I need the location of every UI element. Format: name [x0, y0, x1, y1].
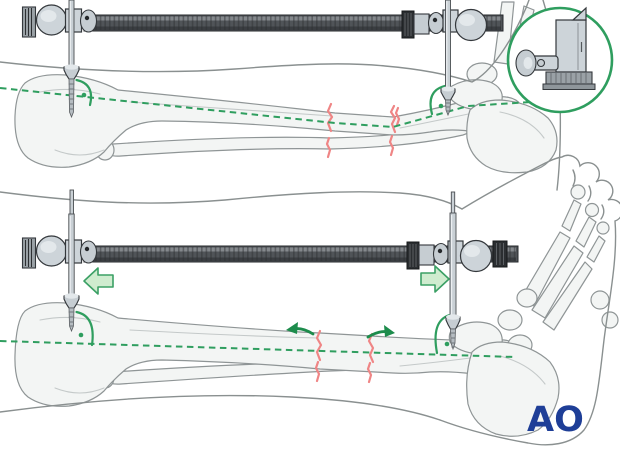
angle-dot: [438, 103, 444, 109]
proximal-schanz-pin: [63, 0, 80, 119]
fracture-line: [367, 332, 375, 364]
fracture-line: [388, 134, 395, 157]
distal-schanz-pin: [445, 191, 461, 351]
rod-end-collar: [492, 240, 508, 268]
calcaneus: [466, 99, 558, 174]
clamp-disc: [432, 242, 450, 266]
top-panel: [0, 0, 614, 191]
toe-tip: [584, 202, 600, 218]
metatarsal-head: [590, 290, 610, 310]
clamp-detail-inset: [506, 6, 614, 114]
fracture-line: [314, 360, 321, 383]
toe-phalanx: [586, 235, 606, 263]
metatarsal: [542, 261, 593, 331]
calcaneus: [466, 341, 560, 437]
proximal-angle-arc: [75, 310, 94, 347]
clamp-disc: [79, 9, 98, 33]
top-fracture-lines: [325, 102, 401, 159]
distal-schanz-pin: [440, 0, 456, 117]
metatarsal: [531, 245, 584, 319]
proximal-pin-clamp: [21, 235, 98, 269]
inset-ribbed-base: [545, 71, 593, 85]
fracture-line: [326, 102, 334, 133]
fracture-line: [325, 136, 332, 159]
bottom-foot-bones: [448, 184, 619, 437]
cuneiform: [516, 288, 538, 308]
proximal-pin-clamp: [21, 4, 98, 38]
fracture-line: [394, 106, 401, 127]
toe-phalanx: [575, 216, 597, 248]
metatarsal-head: [601, 311, 619, 329]
bottom-fracture-lines: [314, 329, 375, 384]
fragment-arrow-right: [366, 325, 395, 339]
bottom-panel: [0, 154, 620, 446]
inset-pin-nub: [536, 58, 546, 68]
toe-tip: [570, 184, 586, 200]
angle-dot: [81, 92, 87, 98]
distal-pin-clamp: [401, 8, 488, 42]
mechanical-axis-line: [0, 87, 532, 129]
fragment-arrow-left: [286, 322, 315, 336]
fracture-line: [389, 104, 397, 134]
pull-arrow-proximal-left: [83, 267, 114, 295]
ao-logo-text: AO: [527, 400, 584, 440]
fracture-line: [315, 329, 323, 362]
proximal-schanz-pin: [63, 189, 80, 333]
bottom-skin-outline: [0, 154, 620, 446]
clamp-disc: [427, 11, 445, 35]
bottom-leg-bones: [14, 184, 619, 437]
navicular: [497, 309, 523, 331]
clamp-disc: [79, 240, 98, 264]
angle-dot: [78, 332, 84, 338]
toe-tip: [596, 221, 610, 235]
mechanical-axis-line: [0, 340, 516, 358]
angle-dot: [444, 341, 450, 347]
ao-logo: AO: [527, 400, 584, 440]
distal-angle-arc: [429, 84, 446, 116]
proximal-angle-arc: [75, 78, 93, 107]
pull-arrow-distal-right: [420, 265, 450, 293]
fracture-line: [366, 361, 373, 384]
toe-phalanx: [561, 199, 582, 232]
distal-pin-clamp: [406, 239, 493, 273]
